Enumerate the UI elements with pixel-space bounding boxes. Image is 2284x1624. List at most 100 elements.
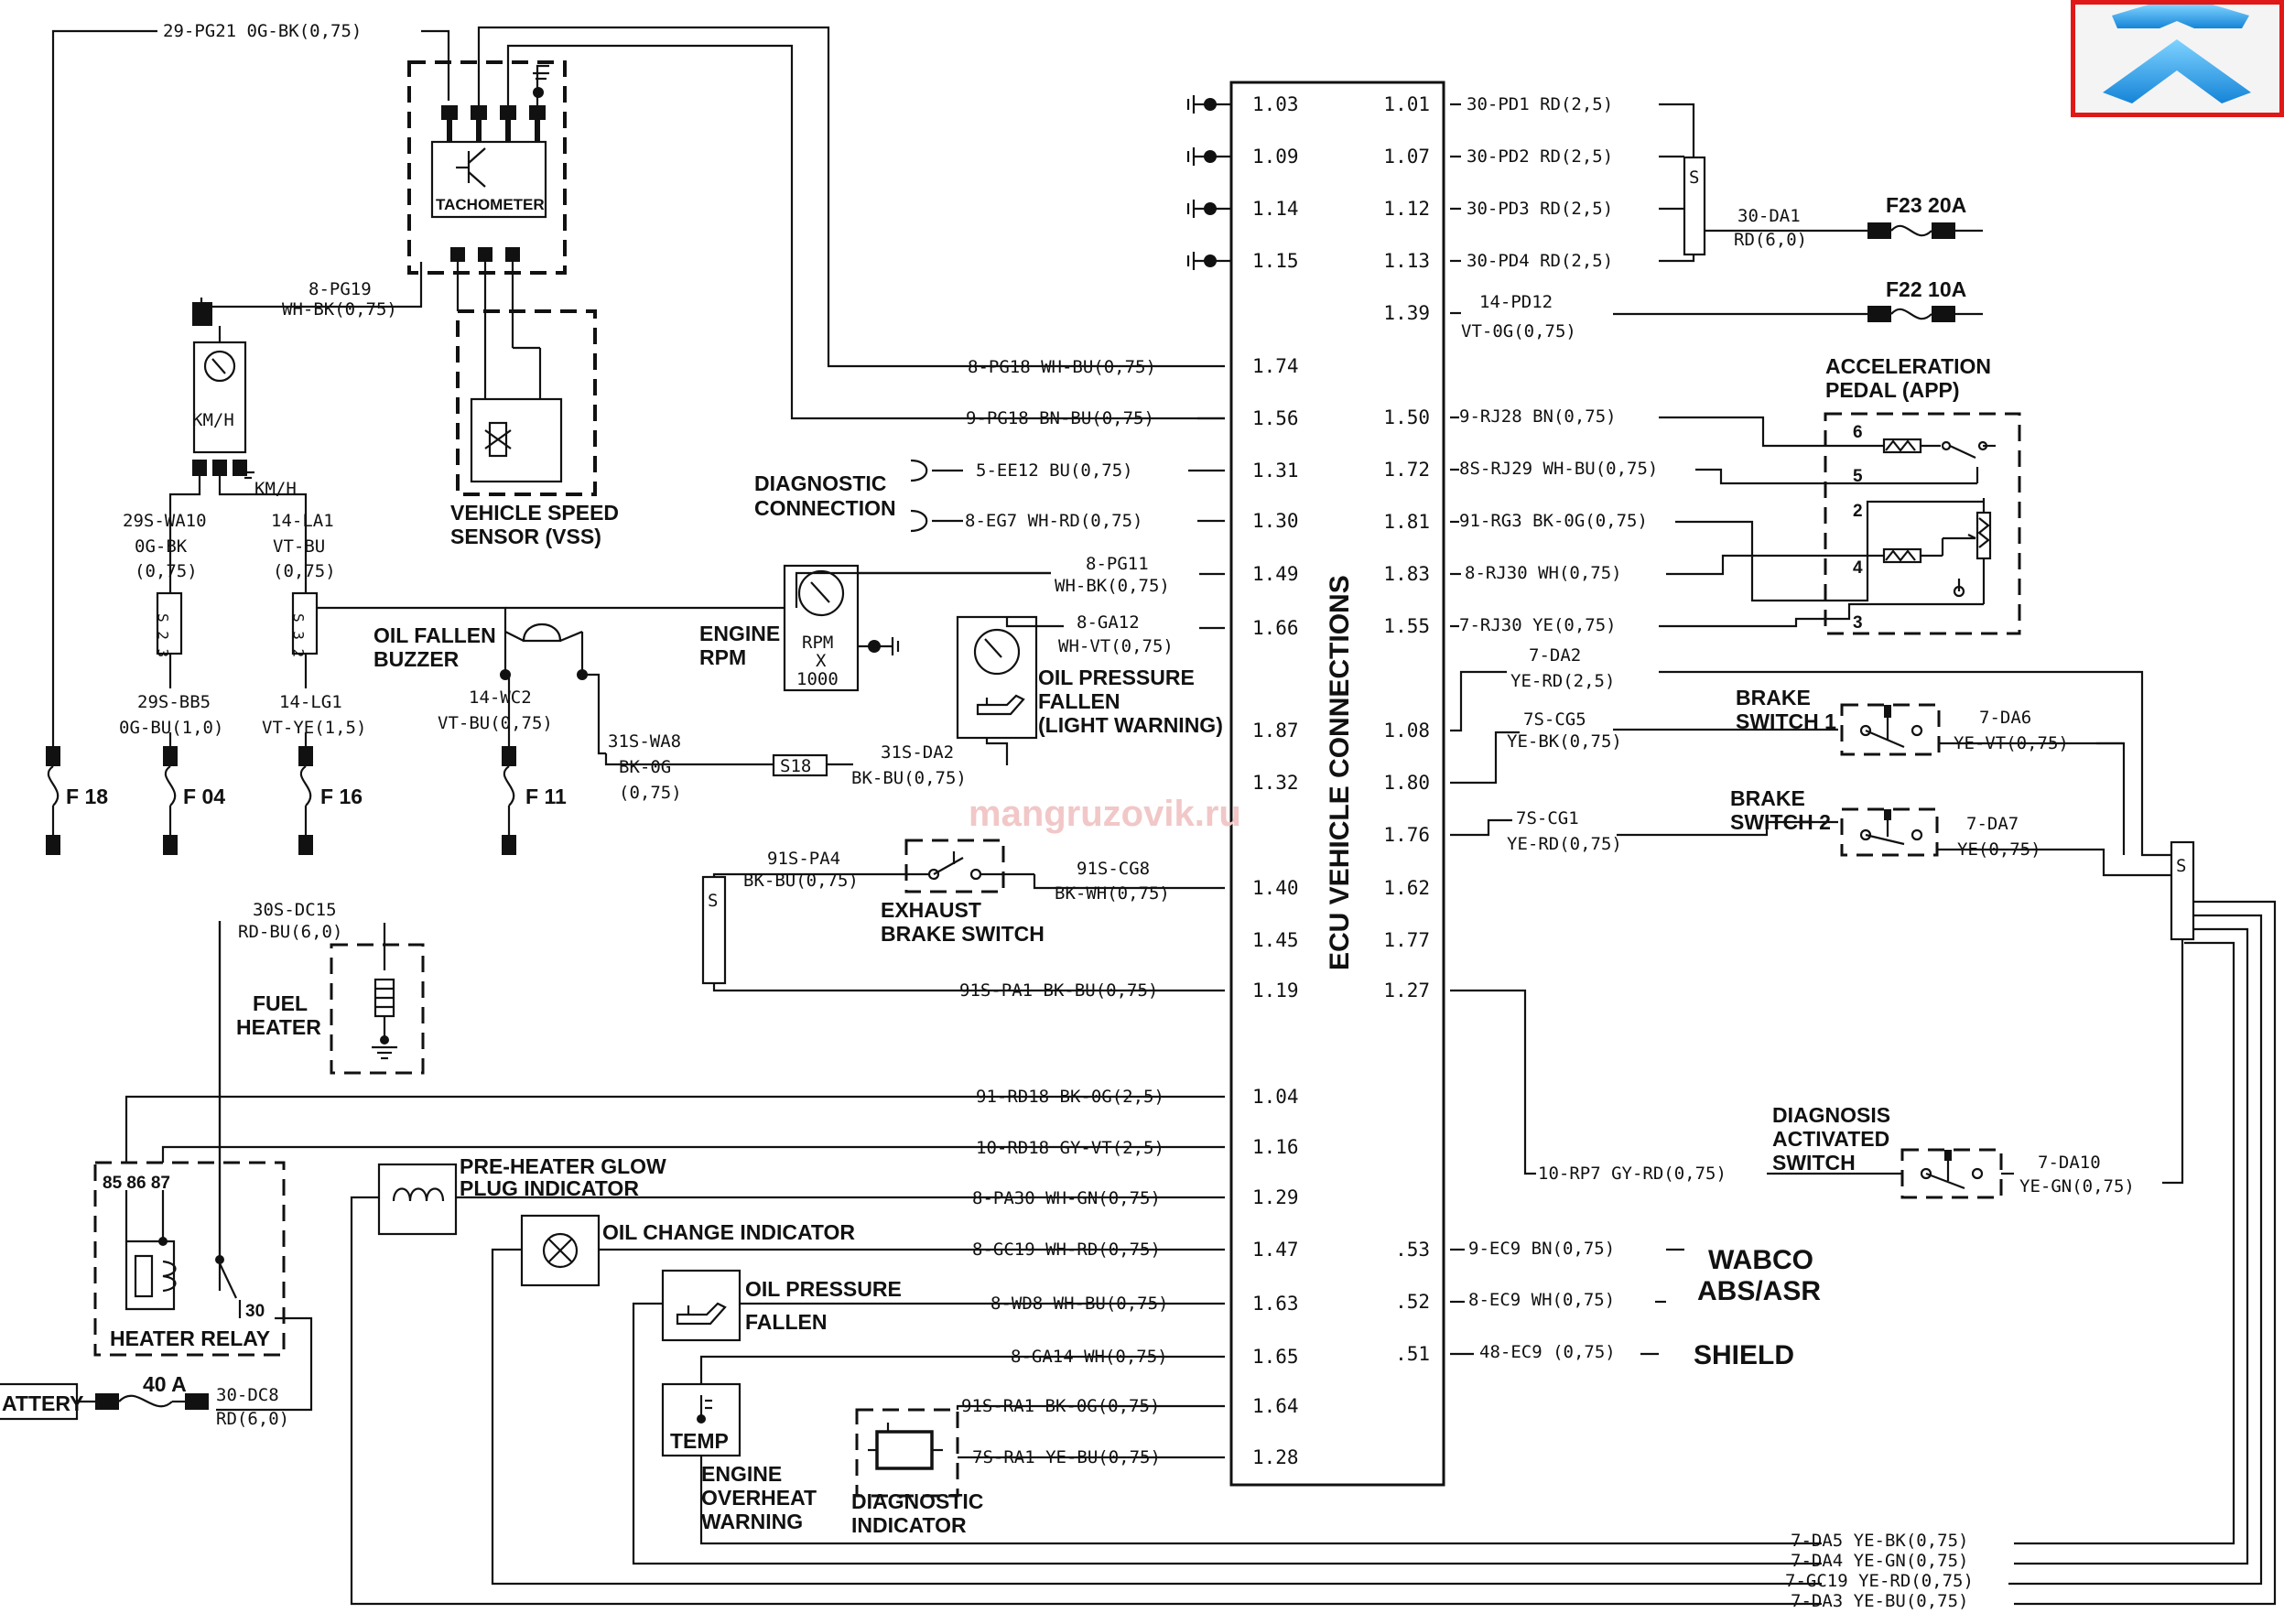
wire-pg19-label-2: WH-BK(0,75) bbox=[282, 299, 397, 319]
app-pin-2: 2 bbox=[1853, 502, 1863, 521]
wire-ec9c-label: 48-EC9 (0,75) bbox=[1479, 1342, 1616, 1362]
brake-switch-1-box[interactable] bbox=[1840, 703, 1941, 756]
wire-wa8-label-1: 31S-WA8 bbox=[608, 731, 681, 752]
oil-pressure-gauge-box bbox=[956, 615, 1038, 740]
tachometer-box bbox=[430, 140, 547, 219]
ecu-left-pin: 1.45 bbox=[1252, 929, 1299, 951]
overheat-label-1: ENGINE bbox=[701, 1462, 782, 1486]
ecu-box bbox=[1229, 81, 1445, 1487]
app-pin-5: 5 bbox=[1853, 467, 1863, 486]
splice-s18-label: S18 bbox=[780, 756, 811, 776]
fuel-heater-dashed-box bbox=[330, 943, 425, 1075]
oil-change-label: OIL CHANGE INDICATOR bbox=[602, 1220, 855, 1244]
ecu-right-pin: 1.12 bbox=[1383, 198, 1430, 220]
app-internals-icon bbox=[1867, 438, 1996, 604]
glow-plug-icon bbox=[392, 1187, 445, 1202]
ecu-left-pin: 1.32 bbox=[1252, 772, 1299, 794]
wire-pa4-label-1: 91S-PA4 bbox=[767, 849, 840, 869]
wire-cg8-label-2: BK-WH(0,75) bbox=[1055, 883, 1170, 904]
wire-rj30a-label: 8-RJ30 WH(0,75) bbox=[1465, 563, 1622, 583]
switch-icon bbox=[1920, 1150, 1984, 1190]
oil-pressure-label-2: FALLEN bbox=[1038, 689, 1120, 713]
oil-buzzer-label-1: OIL FALLEN bbox=[373, 623, 496, 647]
watermark: mangruzovik.ru bbox=[969, 794, 1241, 834]
wire-la1-label-1: 14-LA1 bbox=[271, 511, 334, 531]
wire-dc8-label-1: 30-DC8 bbox=[216, 1385, 279, 1405]
app-pin-6: 6 bbox=[1853, 423, 1863, 442]
rpm-gauge-icon bbox=[797, 569, 845, 617]
rpm-label-3: 1000 bbox=[796, 669, 839, 689]
wire-dc8-label-2: RD(6,0) bbox=[216, 1409, 289, 1429]
fuse-40a bbox=[77, 1393, 209, 1410]
wire-pg18b-label: 9-PG18 BN-BU(0,75) bbox=[966, 408, 1154, 428]
speedometer-label: KM/H bbox=[192, 410, 234, 430]
ecu-right-pin: .52 bbox=[1395, 1291, 1430, 1313]
wire-da5-label: 7-DA5 YE-BK(0,75) bbox=[1791, 1531, 1968, 1551]
exhaust-label-2: BRAKE SWITCH bbox=[881, 922, 1045, 946]
wire-da2-label-2: BK-BU(0,75) bbox=[851, 768, 967, 788]
ecu-left-pin: 1.63 bbox=[1252, 1293, 1299, 1315]
wire-wc2-label-1: 14-WC2 bbox=[469, 687, 532, 708]
rpm-label-2: X bbox=[816, 651, 827, 671]
exhaust-brake-switch-box[interactable] bbox=[904, 839, 1005, 893]
diag-connector-icon bbox=[910, 459, 963, 533]
wire-tacho-pg18b bbox=[506, 44, 1225, 420]
diagnostic-indicator-label-2: INDICATOR bbox=[851, 1513, 967, 1537]
wire-rj28-label: 9-RJ28 BN(0,75) bbox=[1459, 406, 1617, 427]
ecu-left-pin: 1.19 bbox=[1252, 980, 1299, 1001]
fuse-f04-label: F 04 bbox=[183, 785, 225, 808]
diagnostic-indicator-box bbox=[855, 1408, 959, 1498]
vss-label-2: SENSOR (VSS) bbox=[450, 525, 601, 548]
wire-cg8-label-1: 91S-CG8 bbox=[1077, 859, 1150, 879]
wire-da1-label-1: 30-DA1 bbox=[1737, 206, 1801, 226]
ecu-right-pin: 1.08 bbox=[1383, 720, 1430, 742]
wire-pg21-to-tacho bbox=[421, 29, 450, 101]
splice-pd-label: S bbox=[1689, 168, 1699, 188]
wire-wa8-label-2: BK-0G bbox=[619, 757, 671, 777]
ecu-right-pin: 1.77 bbox=[1383, 929, 1430, 951]
diag-activated-label-1: DIAGNOSIS bbox=[1772, 1103, 1890, 1127]
diagnostic-indicator-label-1: DIAGNOSTIC bbox=[851, 1489, 983, 1513]
wire-eg7-label: 8-EG7 WH-RD(0,75) bbox=[965, 511, 1142, 531]
wire-ec9a-label: 9-EC9 BN(0,75) bbox=[1468, 1239, 1615, 1259]
fuse-f22 bbox=[1867, 306, 1983, 322]
switch-icon bbox=[927, 851, 982, 881]
wire-cg1a-label: 7S-CG1 bbox=[1516, 808, 1579, 828]
ecu-right-pin: 1.62 bbox=[1383, 877, 1430, 899]
brake-switch-2-label-1: BRAKE bbox=[1730, 786, 1805, 810]
oil-pressure-label-1: OIL PRESSURE bbox=[1038, 666, 1195, 689]
ecu-right-pin: .51 bbox=[1395, 1343, 1430, 1365]
wabco-label-2: ABS/ASR bbox=[1697, 1276, 1821, 1306]
glow-label-1: PRE-HEATER GLOW bbox=[460, 1154, 666, 1178]
oil-can-icon bbox=[976, 694, 1025, 716]
splice-pa-label: S bbox=[708, 891, 718, 911]
splice-s23-label: S 2 3 bbox=[155, 613, 172, 657]
app-pin-labels: 6 5 2 4 3 bbox=[1853, 423, 1863, 633]
ecu-left-pin: 1.56 bbox=[1252, 407, 1299, 429]
wire-pd12-label-1: 14-PD12 bbox=[1479, 292, 1553, 312]
wire-pa4-label-2: BK-BU(0,75) bbox=[743, 871, 859, 891]
ecu-right-pin: 1.81 bbox=[1383, 511, 1430, 533]
wire-dc15-label-1: 30S-DC15 bbox=[253, 900, 337, 920]
wire-ee12-label: 5-EE12 BU(0,75) bbox=[976, 460, 1133, 481]
ecu-left-pin: 1.09 bbox=[1252, 146, 1299, 168]
thermometer-icon bbox=[697, 1395, 712, 1424]
tachometer-label: TACHOMETER bbox=[436, 196, 545, 213]
wire-rj29-label: 8S-RJ29 WH-BU(0,75) bbox=[1459, 459, 1658, 479]
ecu-right-pin: 1.76 bbox=[1383, 824, 1430, 846]
ecu-right-pin: 1.50 bbox=[1383, 406, 1430, 428]
wire-bb5-label-1: 29S-BB5 bbox=[137, 692, 211, 712]
fuse-f18 bbox=[46, 746, 60, 855]
engine-icon bbox=[868, 1423, 943, 1470]
brake-switch-2-box[interactable] bbox=[1840, 807, 1939, 857]
ecu-right-pin: 1.07 bbox=[1383, 146, 1430, 168]
wire-ga12-label-2: WH-VT(0,75) bbox=[1058, 636, 1174, 656]
diagnosis-activated-switch-box[interactable] bbox=[1900, 1148, 2003, 1199]
wire-gc19-label: 8-GC19 WH-RD(0,75) bbox=[972, 1240, 1161, 1260]
diag-connection-label-2: CONNECTION bbox=[754, 496, 896, 520]
wire-da10b-label: YE-GN(0,75) bbox=[2019, 1176, 2135, 1196]
wire-pg19-label-1: 8-PG19 bbox=[309, 279, 372, 299]
scroll-to-top-button[interactable] bbox=[2071, 0, 2284, 117]
wire-da3-label: 7-DA3 YE-BU(0,75) bbox=[1791, 1591, 1968, 1611]
chevron-up-icon bbox=[2103, 5, 2251, 103]
